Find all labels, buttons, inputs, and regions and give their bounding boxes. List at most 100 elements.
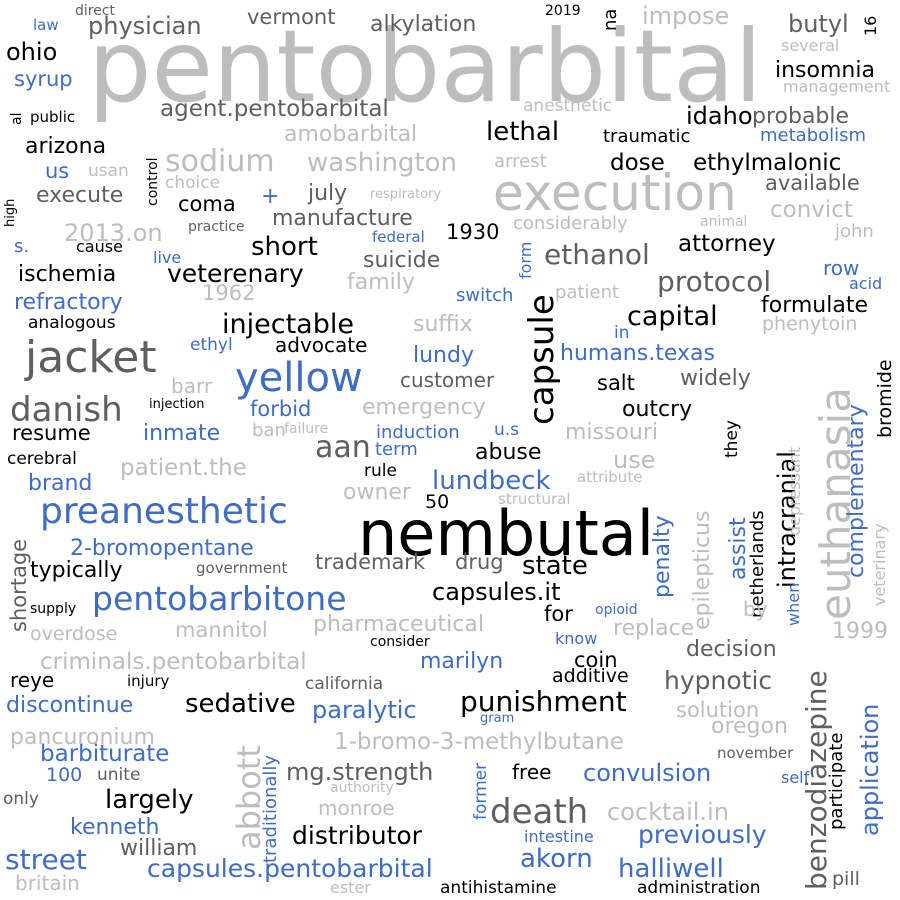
- word-short: short: [251, 232, 318, 262]
- word-veterinary: veterinary: [870, 523, 889, 606]
- word-aan: aan: [315, 430, 371, 465]
- word-considerably: considerably: [513, 213, 628, 234]
- word-missouri: missouri: [565, 420, 659, 445]
- word-mannitol: mannitol: [175, 618, 268, 642]
- word-capsules-it: capsules.it: [432, 578, 561, 606]
- word-induction: induction: [376, 422, 460, 443]
- word-nembutal: nembutal: [358, 497, 655, 570]
- word-for: for: [544, 602, 573, 626]
- word-patient: patient: [555, 282, 620, 303]
- word-acid: acid: [849, 274, 883, 293]
- word-high: high: [3, 198, 18, 227]
- word-law: law: [33, 16, 59, 34]
- word-attorney: attorney: [678, 231, 776, 257]
- word-us: us: [45, 159, 70, 183]
- word-kenneth: kenneth: [70, 815, 160, 840]
- word-jacket: jacket: [25, 332, 157, 383]
- word-syrup: syrup: [14, 67, 73, 91]
- word-drug: drug: [455, 550, 504, 574]
- word-cocktail-in: cocktail.in: [607, 798, 729, 826]
- word-ohio: ohio: [6, 38, 58, 66]
- word-owner: owner: [343, 480, 411, 505]
- word-by: by: [743, 597, 768, 621]
- word-largely: largely: [105, 785, 194, 815]
- word-u-s: u.s: [494, 420, 520, 440]
- word-2019: 2019: [545, 3, 581, 19]
- word-usan: usan: [88, 161, 129, 181]
- word-distributor: distributor: [292, 821, 422, 850]
- word-when: when: [784, 582, 803, 626]
- word-phenytoin: phenytoin: [762, 313, 858, 335]
- word-shortage: shortage: [7, 538, 31, 632]
- word-opioid: opioid: [595, 602, 638, 618]
- word-veterenary: veterenary: [167, 259, 304, 288]
- word-state: state: [522, 551, 588, 581]
- word-physician: physician: [88, 12, 202, 40]
- word-criminals-pentobarbital: criminals.pentobarbital: [40, 649, 307, 675]
- word-only: only: [3, 789, 39, 809]
- word-pharmaceutical: pharmaceutical: [313, 612, 484, 637]
- word-authority: authority: [330, 780, 394, 796]
- word-dose: dose: [610, 150, 665, 176]
- word-administration: administration: [637, 878, 761, 898]
- word-brand: brand: [28, 471, 93, 496]
- word-structural: structural: [498, 490, 571, 508]
- word-widely: widely: [680, 366, 751, 391]
- word-ethylmalonic: ethylmalonic: [693, 150, 842, 176]
- word-participate: participate: [826, 732, 847, 830]
- word-overdose: overdose: [30, 623, 118, 645]
- word-former: former: [471, 762, 491, 820]
- word-know: know: [555, 629, 598, 648]
- word-1999: 1999: [832, 619, 888, 644]
- word-replace: replace: [613, 616, 695, 641]
- word-pancuronium: pancuronium: [10, 725, 155, 750]
- word-barr: barr: [171, 374, 213, 398]
- word-public: public: [30, 108, 76, 126]
- word-pentobarbitone: pentobarbitone: [92, 579, 347, 618]
- word-plus: +: [261, 184, 280, 209]
- word-sedative: sedative: [185, 689, 296, 719]
- word-sodium: sodium: [165, 144, 275, 179]
- word-paralytic: paralytic: [312, 696, 417, 724]
- word-1962: 1962: [202, 281, 256, 305]
- word-november: november: [717, 744, 794, 762]
- word-preanesthetic: preanesthetic: [40, 491, 288, 532]
- word-pentobarbital: pentobarbital: [88, 8, 763, 125]
- word-live: live: [153, 248, 182, 267]
- word-lundy: lundy: [413, 343, 474, 368]
- word-management: management: [783, 77, 891, 96]
- word-probable: probable: [752, 104, 850, 129]
- word-practice: practice: [188, 219, 245, 235]
- word-forbid: forbid: [250, 397, 312, 421]
- word-amobarbital: amobarbital: [284, 122, 418, 147]
- word-advocate: advocate: [275, 333, 368, 357]
- word-refractory: refractory: [14, 290, 123, 315]
- word-oregon: oregon: [711, 714, 788, 739]
- word-coma: coma: [178, 192, 236, 216]
- word-form: form: [516, 241, 535, 279]
- word-idaho: idaho: [686, 102, 753, 130]
- word-coin: coin: [574, 648, 618, 672]
- word-lundbeck: lundbeck: [432, 466, 551, 496]
- word-humans-texas: humans.texas: [560, 341, 715, 366]
- word-solution: solution: [676, 698, 760, 722]
- word-traditionally: traditionally: [260, 754, 281, 863]
- word-street: street: [5, 843, 87, 876]
- word-100: 100: [46, 764, 83, 786]
- word-alkylation: alkylation: [370, 12, 477, 37]
- word-animal: animal: [700, 214, 748, 230]
- word-marilyn: marilyn: [420, 649, 504, 674]
- word-rule: rule: [364, 461, 397, 481]
- word-typically: typically: [30, 558, 123, 583]
- word-cerebral: cerebral: [7, 449, 77, 469]
- word-convict: convict: [770, 197, 853, 223]
- word-yellow: yellow: [235, 355, 363, 401]
- word-britain: britain: [15, 871, 80, 895]
- word-patient-the: patient.the: [120, 455, 247, 481]
- word-washington: washington: [307, 148, 458, 178]
- word-previously: previously: [638, 820, 767, 849]
- word-unite: unite: [97, 765, 141, 785]
- word-manufacture: manufacture: [272, 206, 413, 231]
- word-term: term: [375, 439, 418, 460]
